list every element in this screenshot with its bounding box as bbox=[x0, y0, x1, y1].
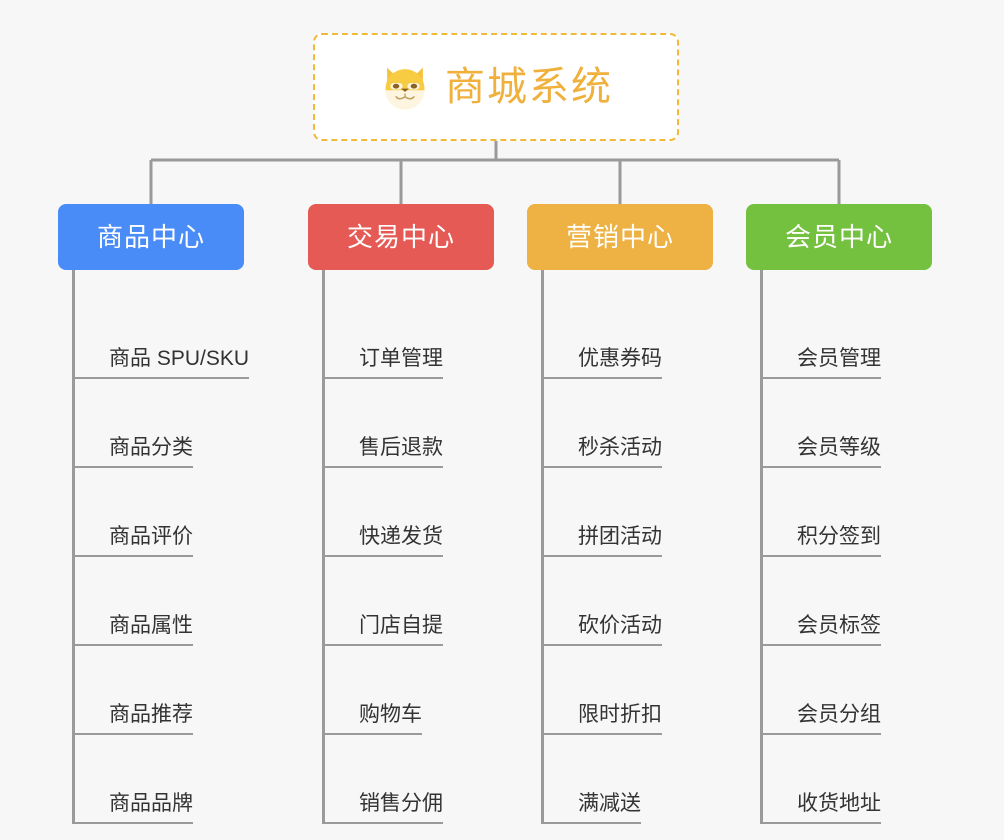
category-header-商品中心[interactable]: 商品中心 bbox=[58, 204, 244, 270]
leaf-label: 优惠券码 bbox=[544, 347, 662, 379]
leaf-label: 拼团活动 bbox=[544, 525, 662, 557]
leaf-item[interactable]: 会员分组 bbox=[763, 646, 962, 735]
leaf-label: 砍价活动 bbox=[544, 614, 662, 646]
leaf-label: 收货地址 bbox=[763, 792, 881, 824]
leaf-label: 商品属性 bbox=[75, 614, 193, 646]
leaf-list-会员中心: 会员管理 会员等级 积分签到 会员标签 会员分组 收货地址 bbox=[760, 270, 962, 824]
category-column-会员中心: 会员中心 会员管理 会员等级 积分签到 会员标签 会员分组 bbox=[746, 204, 962, 824]
category-column-交易中心: 交易中心 订单管理 售后退款 快递发货 门店自提 购物车 bbox=[308, 204, 528, 824]
leaf-item[interactable]: 秒杀活动 bbox=[544, 379, 743, 468]
leaf-label: 积分签到 bbox=[763, 525, 881, 557]
leaf-label: 销售分佣 bbox=[325, 792, 443, 824]
leaf-label: 商品品牌 bbox=[75, 792, 193, 824]
dog-face-icon bbox=[385, 67, 425, 110]
leaf-item[interactable]: 限时折扣 bbox=[544, 646, 743, 735]
leaf-label: 订单管理 bbox=[325, 347, 443, 379]
leaf-item[interactable]: 快递发货 bbox=[325, 468, 528, 557]
leaf-item[interactable]: 优惠券码 bbox=[544, 290, 743, 379]
root-title: 商城系统 bbox=[445, 65, 613, 109]
leaf-list-营销中心: 优惠券码 秒杀活动 拼团活动 砍价活动 限时折扣 满减送 bbox=[541, 270, 743, 824]
category-header-会员中心[interactable]: 会员中心 bbox=[746, 204, 932, 270]
category-header-交易中心[interactable]: 交易中心 bbox=[308, 204, 494, 270]
leaf-item[interactable]: 订单管理 bbox=[325, 290, 528, 379]
category-label: 商品中心 bbox=[96, 222, 205, 252]
leaf-item[interactable]: 商品属性 bbox=[75, 557, 284, 646]
leaf-item[interactable]: 门店自提 bbox=[325, 557, 528, 646]
leaf-label: 快递发货 bbox=[325, 525, 443, 557]
leaf-item[interactable]: 砍价活动 bbox=[544, 557, 743, 646]
leaf-item[interactable]: 购物车 bbox=[325, 646, 528, 735]
category-header-营销中心[interactable]: 营销中心 bbox=[527, 204, 713, 270]
leaf-label: 商品分类 bbox=[75, 436, 193, 468]
leaf-list-交易中心: 订单管理 售后退款 快递发货 门店自提 购物车 销售分佣 bbox=[322, 270, 528, 824]
leaf-label: 会员等级 bbox=[763, 436, 881, 468]
leaf-item[interactable]: 商品分类 bbox=[75, 379, 284, 468]
leaf-label: 商品 SPU/SKU bbox=[75, 347, 250, 379]
category-column-营销中心: 营销中心 优惠券码 秒杀活动 拼团活动 砍价活动 限时折扣 bbox=[527, 204, 743, 824]
leaf-item[interactable]: 收货地址 bbox=[763, 735, 962, 824]
leaf-item[interactable]: 拼团活动 bbox=[544, 468, 743, 557]
category-label: 交易中心 bbox=[346, 222, 455, 252]
leaf-item[interactable]: 积分签到 bbox=[763, 468, 962, 557]
leaf-item[interactable]: 会员管理 bbox=[763, 290, 962, 379]
leaf-item[interactable]: 会员等级 bbox=[763, 379, 962, 468]
leaf-item[interactable]: 商品推荐 bbox=[75, 646, 284, 735]
leaf-item[interactable]: 会员标签 bbox=[763, 557, 962, 646]
leaf-label: 会员分组 bbox=[763, 703, 881, 735]
leaf-label: 秒杀活动 bbox=[544, 436, 662, 468]
category-column-商品中心: 商品中心 商品 SPU/SKU 商品分类 商品评价 商品属性 商品推荐 bbox=[58, 204, 284, 824]
category-label: 营销中心 bbox=[565, 222, 674, 252]
leaf-list-商品中心: 商品 SPU/SKU 商品分类 商品评价 商品属性 商品推荐 商品品牌 bbox=[72, 270, 284, 824]
root-node[interactable]: 商城系统 bbox=[313, 33, 679, 141]
category-label: 会员中心 bbox=[784, 222, 893, 252]
leaf-item[interactable]: 售后退款 bbox=[325, 379, 528, 468]
leaf-item[interactable]: 商品评价 bbox=[75, 468, 284, 557]
leaf-label: 限时折扣 bbox=[544, 703, 662, 735]
leaf-label: 会员标签 bbox=[763, 614, 881, 646]
leaf-label: 门店自提 bbox=[325, 614, 443, 646]
leaf-item[interactable]: 销售分佣 bbox=[325, 735, 528, 824]
leaf-item[interactable]: 商品 SPU/SKU bbox=[75, 290, 284, 379]
leaf-label: 商品推荐 bbox=[75, 703, 193, 735]
leaf-item[interactable]: 商品品牌 bbox=[75, 735, 284, 824]
leaf-label: 购物车 bbox=[325, 703, 422, 735]
leaf-label: 售后退款 bbox=[325, 436, 443, 468]
leaf-label: 会员管理 bbox=[763, 347, 881, 379]
leaf-label: 满减送 bbox=[544, 792, 641, 824]
leaf-item[interactable]: 满减送 bbox=[544, 735, 743, 824]
leaf-label: 商品评价 bbox=[75, 525, 193, 557]
